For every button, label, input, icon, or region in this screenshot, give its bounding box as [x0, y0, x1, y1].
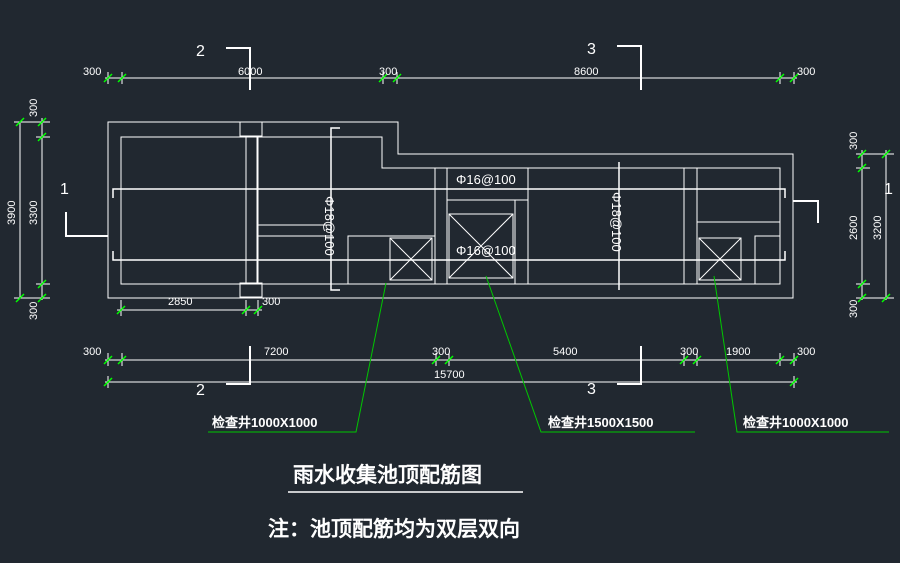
tank-outline	[107, 121, 794, 299]
top-dim-300-left: 300	[83, 66, 101, 78]
top-dimension-line	[105, 72, 797, 84]
left-dimension-ticks	[15, 117, 47, 303]
bottom-dim-7200: 7200	[264, 346, 288, 358]
left-dim-3300: 3300	[28, 201, 40, 225]
bottom-dim-total: 15700	[434, 369, 465, 381]
manhole-center-box	[448, 213, 514, 279]
rebar-vertical	[330, 127, 620, 291]
inner-dim-2850: 2850	[168, 296, 192, 308]
section-mark-2-bottom	[226, 346, 251, 385]
rebar-label-vertical-left: Φ18@100	[322, 196, 337, 256]
manhole-right-box	[698, 237, 742, 281]
top-dim-300-right: 300	[797, 66, 815, 78]
manhole-left-box	[389, 237, 433, 281]
rebar-label-vertical-right: Φ18@100	[609, 192, 624, 252]
section-mark-3-top	[617, 45, 642, 90]
bottom-dim-300-right: 300	[797, 346, 815, 358]
drawing-title: 雨水收集池顶配筋图	[293, 463, 482, 487]
left-dim-300-top: 300	[28, 99, 40, 117]
top-dim-300-mid: 300	[379, 66, 397, 78]
inner-dimension-line	[117, 300, 262, 316]
rebar-label-top: Φ16@100	[456, 172, 516, 187]
drawing-note: 注：池顶配筋均为双层双向	[268, 517, 520, 541]
manhole-label-left: 检查井1000X1000	[212, 415, 318, 430]
axis-label-2-bottom: 2	[196, 382, 205, 399]
bottom-dimension-ticks	[103, 355, 799, 387]
axis-label-2-top: 2	[196, 43, 205, 60]
section-mark-1-right	[793, 200, 819, 223]
section-mark-3-bottom	[617, 346, 642, 385]
axis-label-1-left: 1	[60, 181, 69, 198]
bottom-dim-300-b: 300	[680, 346, 698, 358]
inner-dimension-ticks	[116, 305, 263, 315]
axis-label-3-top: 3	[587, 41, 596, 58]
axis-label-1-right: 1	[884, 181, 893, 198]
top-dimension-ticks	[103, 73, 799, 83]
axis-label-3-bottom: 3	[587, 381, 596, 398]
top-dim-8600: 8600	[574, 66, 598, 78]
right-dimension-ticks	[857, 149, 891, 303]
inner-dim-300: 300	[262, 296, 280, 308]
bottom-dim-1900: 1900	[726, 346, 750, 358]
right-dim-300-bottom: 300	[848, 300, 860, 318]
rebar-label-mid: Φ16@100	[456, 243, 516, 258]
left-dim-3900: 3900	[6, 201, 18, 225]
left-dim-300-bottom: 300	[28, 302, 40, 320]
column-beam	[239, 121, 263, 298]
section-mark-1-left	[65, 212, 108, 237]
right-dim-3200: 3200	[872, 216, 884, 240]
manhole-label-right: 检查井1000X1000	[743, 415, 849, 430]
right-dim-2600: 2600	[848, 216, 860, 240]
manhole-leaders	[208, 275, 889, 433]
bottom-dim-5400: 5400	[553, 346, 577, 358]
interior-walls	[257, 137, 780, 284]
manhole-label-center: 检查井1500X1500	[548, 415, 654, 430]
section-mark-2-top	[226, 47, 251, 90]
rebar-horizontal	[112, 188, 786, 261]
right-dim-300-top: 300	[848, 132, 860, 150]
bottom-dim-300-left: 300	[83, 346, 101, 358]
bottom-dim-300-a: 300	[432, 346, 450, 358]
